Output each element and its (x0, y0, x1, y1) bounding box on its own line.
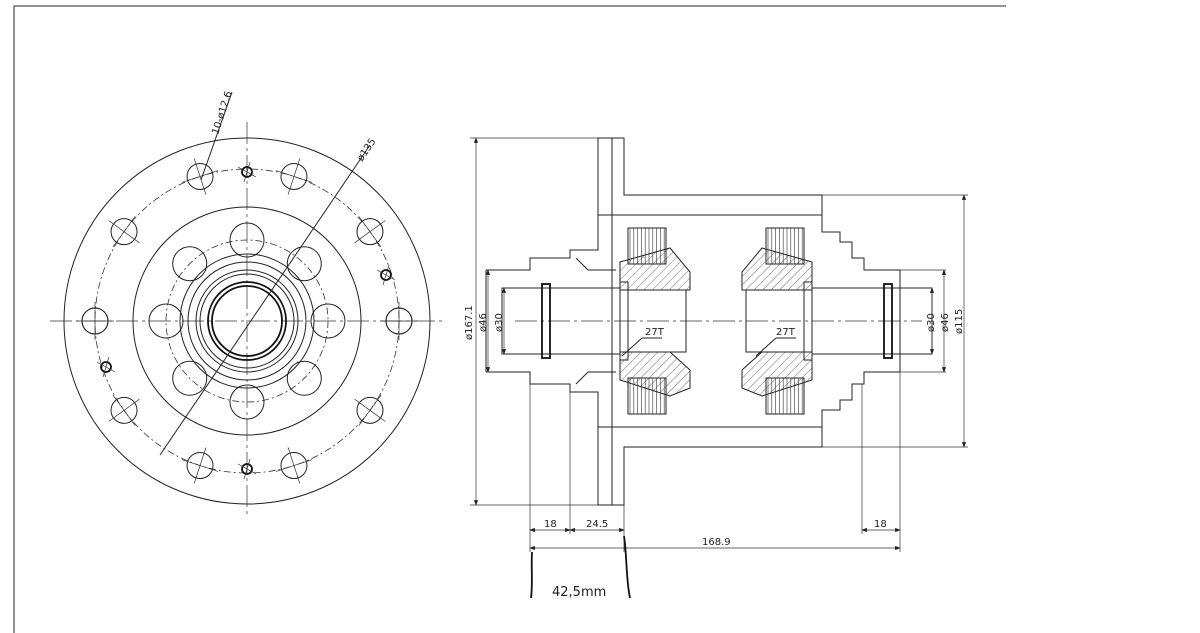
dim-l18-right-label: 18 (874, 519, 887, 530)
front-view: ø135 10-ø12.6 (50, 90, 442, 518)
dim-l18-left-label: 18 (544, 519, 557, 530)
inner-hole (172, 360, 208, 396)
pin-hole (96, 356, 116, 378)
bolt-hole (354, 216, 386, 248)
clutch-stack (627, 377, 667, 415)
pin-hole (237, 458, 257, 480)
inner-hole (286, 360, 322, 396)
bolt-hole (81, 307, 109, 335)
dim-d30-right-label: ø30 (926, 313, 937, 332)
left-snap-ring (541, 283, 551, 359)
inner-hole (229, 222, 265, 258)
inner-hole (286, 246, 322, 282)
hub-circle-3 (195, 269, 299, 373)
bolt-hole-ring (76, 158, 418, 484)
handdrawn-mark-right (623, 535, 631, 599)
bolt-hole (275, 447, 313, 484)
side-view: 27T 27T ø167.1 ø46 ø30 ø30 ø46 ø115 (464, 137, 968, 600)
bore-inner-circle (211, 285, 283, 357)
inner-hole (148, 303, 184, 339)
bolt-hole (385, 307, 413, 335)
body-outer-circle (132, 206, 362, 436)
pcd-diameter-leader (159, 144, 371, 456)
handdrawn-mark-left (530, 551, 533, 599)
inner-hole (229, 384, 265, 420)
dim-d46-left-label: ø46 (478, 313, 489, 332)
hub-circle-1 (179, 253, 315, 389)
dim-d167-label: ø167.1 (464, 305, 475, 340)
left-gear-leader (621, 337, 643, 357)
dim-l24-label: 24.5 (586, 519, 608, 530)
body-outline-lower (486, 371, 900, 506)
right-gear-leader (755, 337, 777, 357)
chamfer-upper (575, 257, 616, 271)
inner-hole (310, 303, 346, 339)
flange-outer-circle (63, 137, 431, 505)
hub-circle-4 (199, 273, 295, 369)
bolt-hole (275, 158, 313, 195)
hub-circle-2 (187, 261, 307, 381)
dim-d30-left-label: ø30 (494, 313, 505, 332)
right-side-gear (741, 247, 813, 397)
hole-callout-label: 10-ø12.6 (210, 90, 234, 136)
handdrawn-note-label: 42,5mm (552, 585, 606, 600)
right-gear-teeth-label: 27T (776, 327, 796, 338)
left-side-gear (619, 247, 691, 397)
bolt-hole (181, 447, 219, 484)
dim-d46-right-label: ø46 (940, 313, 951, 332)
inner-hole-ring (148, 222, 346, 420)
body-outline-upper (486, 137, 900, 271)
inner-hole (172, 246, 208, 282)
drawing-frame (13, 5, 1006, 633)
bore-outer-circle (207, 281, 287, 361)
pin-hole (237, 161, 257, 183)
bolt-hole (108, 394, 140, 426)
inner-pitch-circle (165, 239, 329, 403)
pin-hole (376, 264, 396, 286)
dim-d115-label: ø115 (954, 309, 965, 334)
right-snap-ring (883, 283, 893, 359)
chamfer-lower (575, 371, 616, 385)
dim-l168-label: 168.9 (702, 537, 731, 548)
bolt-hole (354, 394, 386, 426)
left-gear-teeth-label: 27T (645, 327, 665, 338)
pcd-label: ø135 (355, 137, 378, 164)
bolt-hole (108, 216, 140, 248)
bolt-hole (181, 158, 219, 195)
hole-callout-leader (200, 91, 233, 181)
pin-holes (96, 161, 396, 480)
